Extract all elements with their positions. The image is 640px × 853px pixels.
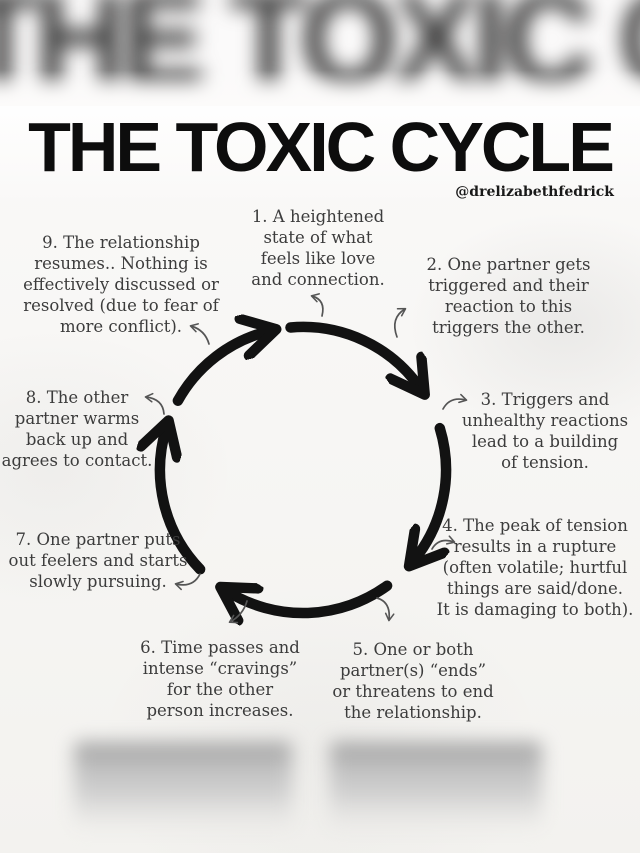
pointer-arrow-step-8 bbox=[144, 392, 165, 415]
cycle-arc-top bbox=[285, 321, 421, 388]
step-9-line: resolved (due to fear of bbox=[23, 296, 219, 315]
page-title: THE TOXIC CYCLE bbox=[28, 108, 615, 186]
step-6-line: intense “cravings” bbox=[142, 659, 298, 678]
step-2: 2. One partner gets triggered and their … bbox=[406, 254, 611, 338]
step-4-line: 4. The peak of tension bbox=[442, 516, 628, 535]
pointer-arrow-step-6 bbox=[228, 600, 248, 624]
pointer-arrow-step-5 bbox=[376, 597, 395, 622]
step-9-line: resumes.. Nothing is bbox=[34, 254, 208, 273]
step-2-line: triggers the other. bbox=[432, 318, 585, 337]
blurred-footer-block-right bbox=[330, 742, 542, 832]
step-3: 3. Triggers and unhealthy reactions lead… bbox=[445, 389, 640, 473]
step-8-line: partner warms bbox=[14, 409, 140, 428]
pointer-arrow-step-1 bbox=[310, 293, 324, 317]
step-3-line: of tension. bbox=[501, 453, 589, 472]
step-1: 1. A heightened state of what feels like… bbox=[223, 206, 413, 290]
step-5-line: partner(s) “ends” bbox=[339, 661, 487, 680]
step-5: 5. One or both partner(s) “ends” or thre… bbox=[310, 639, 516, 723]
pointer-arrow-step-2 bbox=[393, 307, 407, 338]
step-6-line: for the other bbox=[166, 680, 274, 699]
step-1-line: state of what bbox=[263, 228, 373, 247]
blurred-header: THE TOXIC CYCLE bbox=[0, 0, 640, 106]
pointer-arrow-step-9 bbox=[189, 323, 210, 345]
step-2-line: 2. One partner gets bbox=[426, 255, 591, 274]
step-1-line: and connection. bbox=[251, 270, 385, 289]
step-8-line: agrees to contact. bbox=[1, 451, 153, 470]
title-band bbox=[0, 106, 640, 206]
step-4-line: results in a rupture bbox=[453, 537, 617, 556]
step-3-line: 3. Triggers and bbox=[480, 390, 610, 409]
step-9: 9. The relationship resumes.. Nothing is… bbox=[17, 232, 225, 337]
step-8-line: 8. The other bbox=[25, 388, 129, 407]
step-4-line: things are said/done. bbox=[446, 579, 623, 598]
step-4-line: (often volatile; hurtful bbox=[442, 558, 628, 577]
step-7: 7. One partner puts out feelers and star… bbox=[2, 529, 194, 592]
step-6: 6. Time passes and intense “cravings” fo… bbox=[125, 637, 315, 721]
step-6-line: 6. Time passes and bbox=[140, 638, 300, 657]
step-2-line: triggered and their bbox=[428, 276, 589, 295]
pointer-arrow-step-4 bbox=[431, 535, 456, 550]
step-9-line: more conflict). bbox=[59, 317, 183, 336]
pointer-arrow-step-3 bbox=[442, 393, 468, 410]
step-4-line: It is damaging to both). bbox=[436, 600, 634, 619]
cycle-arc-top-left bbox=[172, 331, 269, 406]
cycle-arc-right bbox=[414, 422, 452, 560]
cycle-arc-bottom bbox=[227, 580, 393, 613]
step-8-line: back up and bbox=[25, 430, 129, 449]
step-3-line: lead to a building bbox=[471, 432, 619, 451]
credit-handle: @drelizabethfedrick bbox=[455, 184, 614, 200]
step-5-line: or threatens to end bbox=[332, 682, 494, 701]
step-2-line: reaction to this bbox=[444, 297, 573, 316]
step-9-line: 9. The relationship bbox=[42, 233, 200, 252]
step-7-line: out feelers and starts bbox=[8, 551, 188, 570]
step-4: 4. The peak of tension results in a rupt… bbox=[430, 515, 640, 620]
pointer-arrow-step-7 bbox=[174, 573, 201, 591]
step-7-line: 7. One partner puts bbox=[15, 530, 181, 549]
step-9-line: effectively discussed or bbox=[23, 275, 219, 294]
cycle-arc-left bbox=[160, 428, 206, 575]
step-1-line: 1. A heightened bbox=[251, 207, 385, 226]
blurred-footer-block-left bbox=[74, 742, 292, 832]
step-5-line: 5. One or both bbox=[352, 640, 474, 659]
step-7-line: slowly pursuing. bbox=[29, 572, 167, 591]
blurred-header-fade bbox=[0, 70, 640, 106]
step-1-line: feels like love bbox=[260, 249, 376, 268]
step-5-line: the relationship. bbox=[344, 703, 482, 722]
step-3-line: unhealthy reactions bbox=[461, 411, 629, 430]
step-8: 8. The other partner warms back up and a… bbox=[0, 387, 154, 471]
step-6-line: person increases. bbox=[146, 701, 294, 720]
